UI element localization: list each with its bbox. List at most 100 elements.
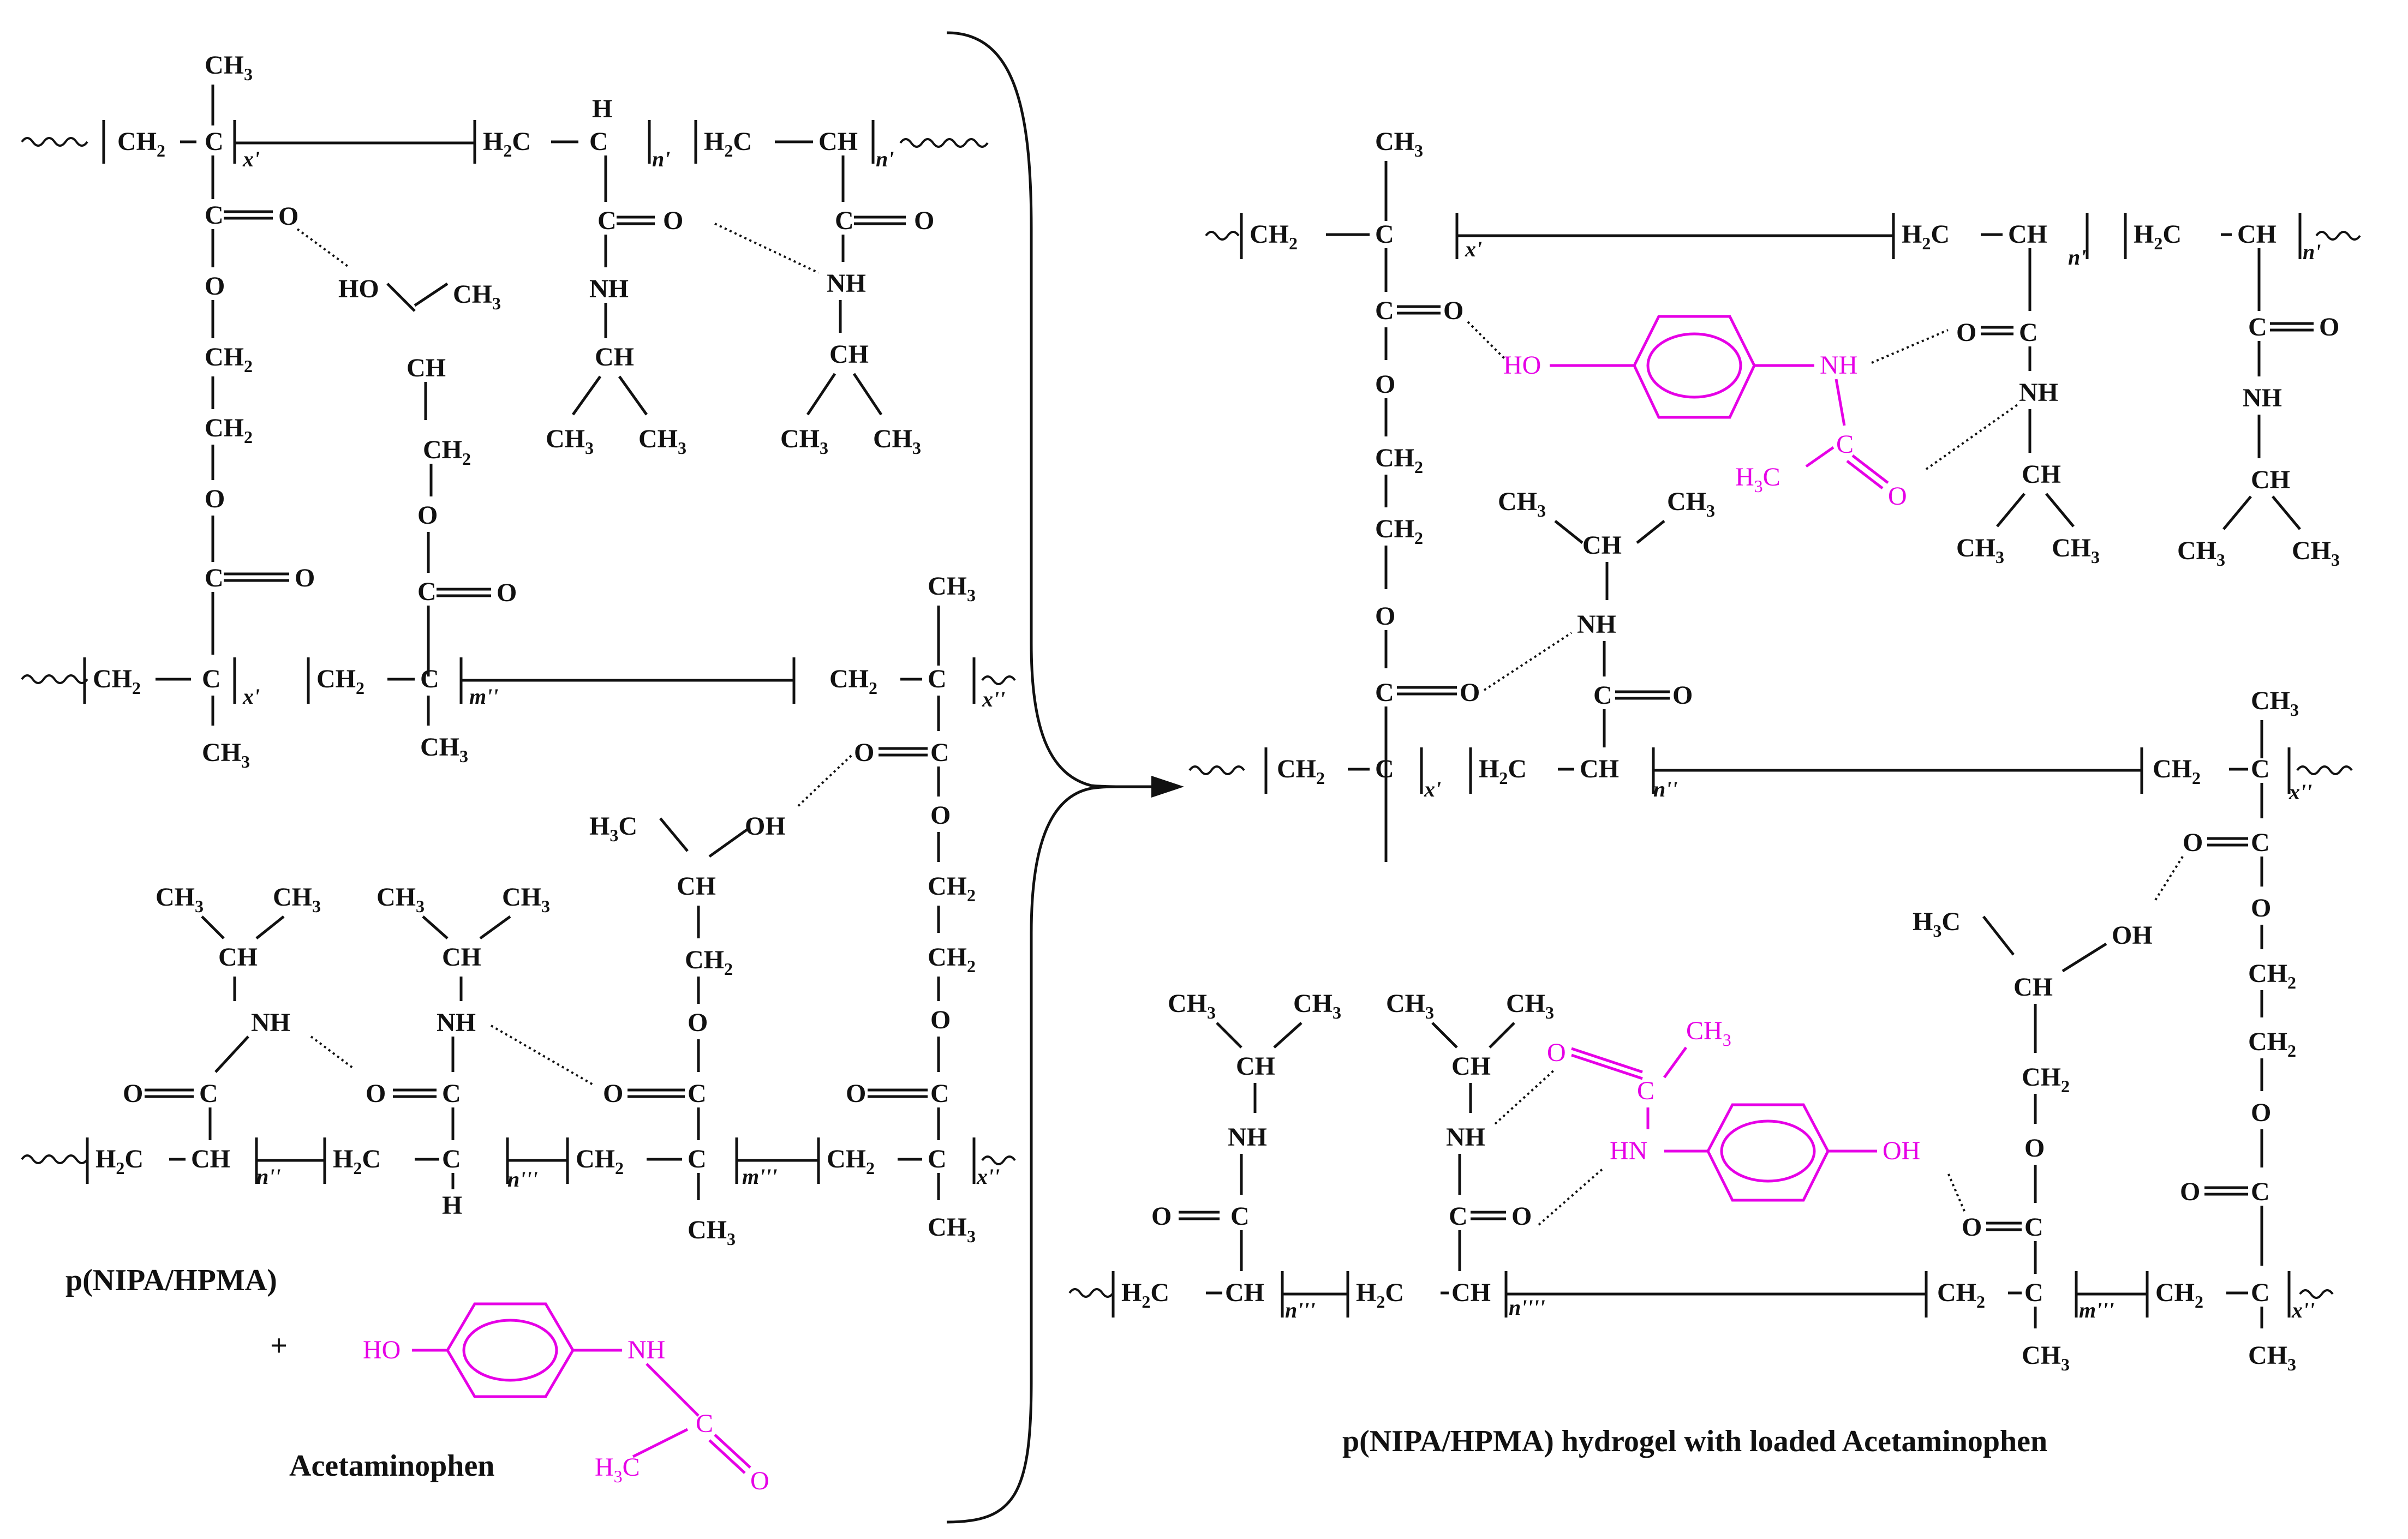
svg-text:OH: OH: [1883, 1136, 1920, 1165]
svg-text:CH2: CH2: [2248, 959, 2296, 992]
svg-text:CH3: CH3: [1506, 989, 1554, 1022]
svg-text:C: C: [930, 1079, 949, 1108]
svg-text:C: C: [928, 664, 947, 693]
svg-text:CH2: CH2: [205, 414, 253, 447]
svg-text:CH: CH: [2237, 220, 2276, 249]
svg-text:CH3: CH3: [1168, 989, 1216, 1022]
group: CH2: [117, 127, 165, 160]
svg-text:C: C: [1449, 1202, 1468, 1231]
svg-text:CH3: CH3: [928, 572, 976, 605]
acetaminophen-loaded-2: O C CH3 HN OH: [1547, 1016, 1920, 1202]
svg-text:C: C: [2251, 828, 2270, 857]
svg-text:H2C: H2C: [95, 1145, 144, 1178]
svg-text:HO: HO: [338, 274, 379, 303]
svg-text:CH3: CH3: [377, 883, 425, 916]
svg-text:CH3: CH3: [638, 424, 686, 458]
svg-text:CH: CH: [1225, 1278, 1264, 1307]
svg-text:CH: CH: [218, 943, 258, 972]
svg-text:CH: CH: [1236, 1052, 1275, 1081]
svg-text:CH2: CH2: [576, 1145, 624, 1178]
svg-text:O: O: [1511, 1202, 1532, 1231]
svg-text:CH3: CH3: [1386, 989, 1434, 1022]
svg-text:CH2: CH2: [928, 943, 976, 976]
svg-text:OH: OH: [745, 812, 786, 841]
svg-text:m''': m''': [2079, 1298, 2114, 1322]
svg-text:C: C: [1836, 430, 1854, 459]
group: H2C: [704, 127, 752, 160]
svg-text:NH: NH: [437, 1008, 476, 1037]
svg-text:C: C: [2251, 754, 2270, 783]
svg-text:O: O: [1956, 318, 1976, 347]
svg-text:CH3: CH3: [2177, 536, 2225, 570]
svg-text:CH3: CH3: [273, 883, 321, 916]
svg-text:CH3: CH3: [2052, 534, 2100, 567]
svg-text:O: O: [1962, 1213, 1982, 1242]
left-network: CH2 C x' CH3 H2C C H n' H2C CH n' C O O …: [21, 31, 1184, 1524]
svg-text:C: C: [2024, 1278, 2043, 1307]
svg-text:O: O: [1375, 370, 1395, 399]
svg-text:C: C: [1375, 678, 1394, 707]
svg-text:CH: CH: [1580, 754, 1619, 783]
svg-text:CH3: CH3: [502, 883, 550, 916]
svg-text:CH2: CH2: [316, 664, 365, 698]
svg-text:H3C: H3C: [595, 1453, 640, 1486]
svg-text:O: O: [930, 801, 951, 830]
svg-text:CH3: CH3: [546, 424, 594, 458]
svg-text:H3C: H3C: [1735, 463, 1780, 496]
svg-text:CH: CH: [2013, 973, 2053, 1002]
svg-text:CH2: CH2: [1375, 444, 1423, 477]
svg-text:CH2: CH2: [1375, 514, 1423, 548]
svg-text:CH2: CH2: [93, 664, 141, 698]
svg-text:CH3: CH3: [1293, 989, 1341, 1022]
svg-text:O: O: [854, 738, 874, 767]
svg-text:O: O: [123, 1079, 143, 1108]
svg-text:n'': n'': [1653, 777, 1677, 801]
svg-text:CH: CH: [595, 343, 634, 372]
svg-text:NH: NH: [2243, 384, 2282, 412]
svg-text:CH2: CH2: [1937, 1278, 1985, 1312]
svg-text:O: O: [1547, 1038, 1566, 1067]
svg-text:C: C: [205, 564, 224, 592]
svg-text:O: O: [1375, 602, 1395, 631]
svg-text:CH3: CH3: [202, 738, 250, 771]
atom: CH: [818, 127, 858, 156]
svg-text:O: O: [1460, 678, 1480, 707]
svg-text:n': n': [2068, 245, 2086, 270]
svg-text:H: H: [442, 1191, 462, 1220]
svg-text:CH2: CH2: [2022, 1063, 2070, 1096]
svg-text:n''': n''': [507, 1167, 538, 1191]
group: CH3: [205, 51, 253, 84]
right-network: CH2 C x' CH3 H2C CH n' H2C CH n' C O O C…: [1068, 127, 2361, 1458]
svg-text:CH: CH: [2022, 460, 2061, 489]
svg-text:CH: CH: [407, 354, 446, 382]
svg-text:NH: NH: [251, 1008, 290, 1037]
svg-text:O: O: [2183, 828, 2203, 857]
acetaminophen-loaded-1: HO NH C H3C O: [1503, 315, 1907, 511]
svg-text:C: C: [442, 1079, 461, 1108]
svg-text:OH: OH: [2112, 921, 2153, 950]
svg-text:CH3: CH3: [156, 883, 204, 916]
arrow-head: [1151, 776, 1184, 798]
svg-text:m'': m'': [469, 684, 498, 709]
svg-text:n''': n''': [1285, 1298, 1316, 1322]
svg-text:C: C: [930, 738, 949, 767]
svg-text:C: C: [1375, 296, 1394, 325]
svg-text:C: C: [688, 1079, 707, 1108]
svg-text:O: O: [417, 501, 438, 530]
svg-text:C: C: [2248, 313, 2267, 342]
svg-text:CH3: CH3: [873, 424, 921, 458]
svg-text:C: C: [420, 664, 439, 693]
svg-text:x': x': [1424, 777, 1441, 801]
svg-text:n'': n'': [256, 1164, 280, 1189]
svg-text:NH: NH: [1820, 351, 1857, 380]
svg-text:C: C: [1593, 681, 1612, 710]
svg-text:H2C: H2C: [2134, 220, 2182, 253]
svg-text:n': n': [2303, 239, 2321, 264]
svg-text:O: O: [2319, 313, 2339, 342]
svg-text:CH3: CH3: [453, 280, 501, 313]
group: H2C: [483, 127, 531, 160]
caption-drug: Acetaminophen: [289, 1449, 494, 1483]
svg-text:CH: CH: [829, 340, 869, 369]
caption-plus: +: [270, 1329, 288, 1363]
